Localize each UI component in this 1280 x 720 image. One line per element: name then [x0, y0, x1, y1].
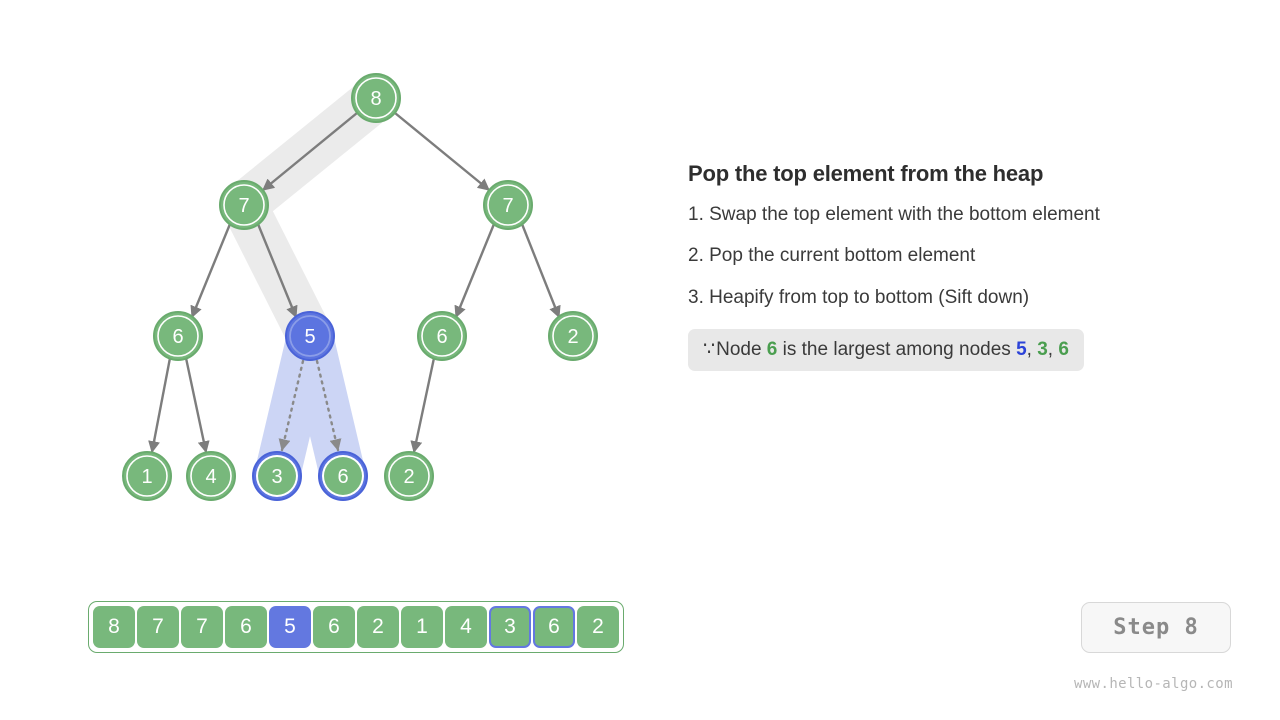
tree-node-2[interactable]: 2 [384, 451, 434, 501]
edge-8-7R [394, 112, 490, 191]
edge-7R-6 [454, 223, 496, 319]
tree-node-label: 6 [172, 326, 183, 348]
edge-7R-2 [520, 223, 561, 319]
tree-node-label: 1 [141, 466, 152, 488]
because-symbol: ∵ [703, 339, 717, 361]
note-middle: is the largest among nodes [777, 339, 1017, 361]
tree-node-6-left[interactable]: 6 [153, 311, 203, 361]
tree-node-1[interactable]: 1 [122, 451, 172, 501]
tree-node-3-candidate[interactable]: 3 [252, 451, 302, 501]
array-cell-candidate[interactable]: 6 [533, 606, 575, 648]
tree-node-label: 4 [205, 466, 216, 488]
array-cell[interactable]: 6 [225, 606, 267, 648]
array-cell[interactable]: 4 [445, 606, 487, 648]
step-badge: Step 8 [1081, 602, 1231, 653]
note-prefix: Node [716, 339, 767, 361]
tree-node-8[interactable]: 8 [351, 73, 401, 123]
tree-node-label: 6 [337, 466, 348, 488]
note-separator-1: , [1026, 339, 1038, 361]
note-candidate-2: 3 [1037, 339, 1048, 361]
tree-node-label: 6 [436, 326, 447, 348]
tree-node-2-right[interactable]: 2 [548, 311, 598, 361]
note-candidate-3: 6 [1058, 339, 1069, 361]
reason-note: ∵Node 6 is the largest among nodes 5, 3,… [688, 329, 1084, 372]
tree-edges-dotted [278, 359, 342, 452]
array-cell[interactable]: 7 [181, 606, 223, 648]
info-panel: Pop the top element from the heap 1. Swa… [688, 160, 1228, 372]
note-candidate-1: 5 [1016, 339, 1027, 361]
array-cell[interactable]: 6 [313, 606, 355, 648]
array-cell[interactable]: 2 [577, 606, 619, 648]
tree-node-label: 5 [304, 326, 315, 348]
edge-5-3-dotted [278, 359, 305, 452]
edge-7L-5 [256, 223, 298, 319]
note-node-value: 6 [766, 339, 778, 361]
edge-6R-2 [410, 357, 436, 454]
array-cell[interactable]: 1 [401, 606, 443, 648]
edge-8-7L [262, 112, 358, 191]
note-separator-2: , [1047, 339, 1059, 361]
edge-6-1 [148, 357, 172, 454]
tree-node-label: 7 [238, 195, 249, 217]
edge-7L-6 [190, 223, 232, 319]
tree-node-label: 2 [567, 326, 578, 348]
edge-5-6-dotted [315, 359, 342, 452]
tree-node-5-current[interactable]: 5 [285, 311, 335, 361]
heap-tree-diagram: 8 7 7 6 5 6 [122, 73, 598, 501]
array-cell[interactable]: 8 [93, 606, 135, 648]
tree-node-7-left[interactable]: 7 [219, 180, 269, 230]
step-item-1: 1. Swap the top element with the bottom … [688, 203, 1100, 225]
watermark: www.hello-algo.com [1074, 676, 1233, 692]
tree-node-label: 3 [271, 466, 282, 488]
array-cell[interactable]: 2 [357, 606, 399, 648]
step-item-3: 3. Heapify from top to bottom (Sift down… [688, 286, 1030, 308]
array-cell-candidate[interactable]: 3 [489, 606, 531, 648]
heap-array: 8 7 7 6 5 6 2 1 4 3 6 2 [88, 601, 624, 653]
tree-node-label: 7 [502, 195, 513, 217]
step-item-2: 2. Pop the current bottom element [688, 245, 976, 267]
tree-node-4[interactable]: 4 [186, 451, 236, 501]
tree-node-6-right[interactable]: 6 [417, 311, 467, 361]
tree-node-6-candidate[interactable]: 6 [318, 451, 368, 501]
page-title: Pop the top element from the heap [688, 161, 1044, 186]
tree-node-label: 2 [403, 466, 414, 488]
edge-6-4 [184, 357, 210, 454]
array-cell[interactable]: 7 [137, 606, 179, 648]
tree-edges [148, 112, 561, 454]
tree-node-label: 8 [370, 88, 381, 110]
array-cell-current[interactable]: 5 [269, 606, 311, 648]
tree-node-7-right[interactable]: 7 [483, 180, 533, 230]
